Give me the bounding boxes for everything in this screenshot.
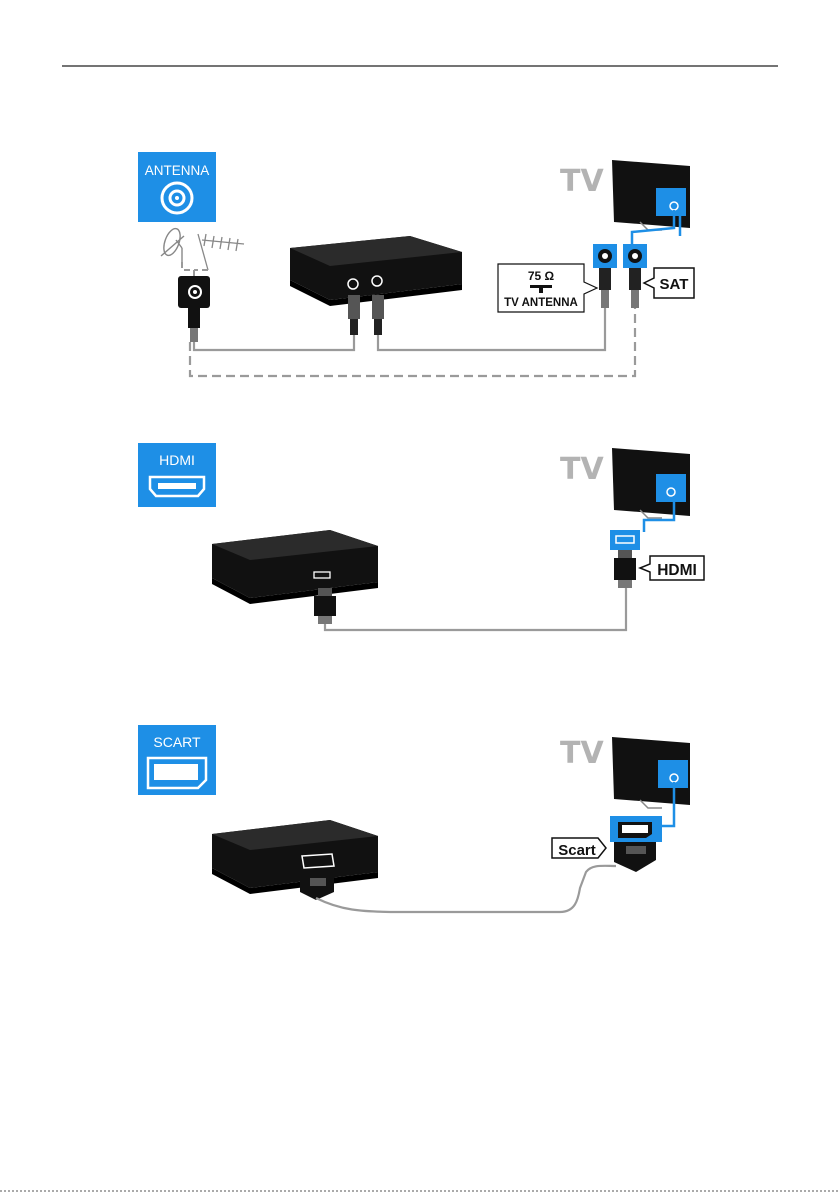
hdmi-badge-label: HDMI (159, 452, 195, 468)
sat-dashed-cable (190, 308, 635, 376)
hdmi-tv-plug (614, 550, 636, 588)
scart-tv-plug (614, 842, 656, 872)
hdmi-receiver-box (212, 530, 378, 604)
hdmi-cable (325, 588, 626, 630)
hdmi-tv-port (610, 530, 640, 550)
antenna-dashed-links (182, 262, 208, 278)
hdmi-port-label: HDMI (657, 562, 697, 579)
tv-antenna-icon (198, 234, 244, 270)
scart-badge: SCART (138, 725, 216, 795)
tv-sat-port (623, 244, 647, 268)
scart-receiver-box (212, 820, 378, 894)
scart-callout: Scart (552, 838, 606, 859)
tv-label: TV (560, 164, 604, 199)
hdmi-callout: HDMI (640, 556, 704, 580)
scart-receiver-plug (300, 874, 334, 900)
socket-plug (188, 308, 200, 342)
tv-set: TV (560, 160, 690, 244)
satellite-dish-icon (161, 226, 184, 262)
scart-badge-label: SCART (153, 734, 201, 750)
hdmi-tv-set: TV (560, 448, 690, 532)
antenna-badge-label: ANTENNA (145, 163, 210, 178)
scart-tv-label: TV (560, 736, 604, 771)
antenna-badge: ANTENNA (138, 152, 216, 222)
scart-diagram: SCART TV (138, 725, 690, 912)
sat-callout: SAT (644, 268, 694, 298)
tv-port-plugs (599, 268, 641, 308)
antenna-cables (194, 308, 605, 350)
port-75-ohm-label: 75 Ω (528, 269, 555, 283)
port-antenna-label: TV ANTENNA (504, 297, 578, 309)
antenna-wall-socket (178, 276, 210, 308)
antenna-diagram: ANTENNA (138, 152, 694, 376)
scart-tv-set: TV (560, 736, 690, 826)
tv-antenna-callout: 75 Ω TV ANTENNA (498, 264, 597, 312)
scart-port-label: Scart (558, 842, 596, 859)
tv-antenna-port (593, 244, 617, 268)
hdmi-tv-label: TV (560, 452, 604, 487)
hdmi-diagram: HDMI TV (138, 443, 704, 630)
scart-tv-port (610, 816, 662, 842)
sat-label: SAT (660, 276, 689, 293)
hdmi-badge: HDMI (138, 443, 216, 507)
